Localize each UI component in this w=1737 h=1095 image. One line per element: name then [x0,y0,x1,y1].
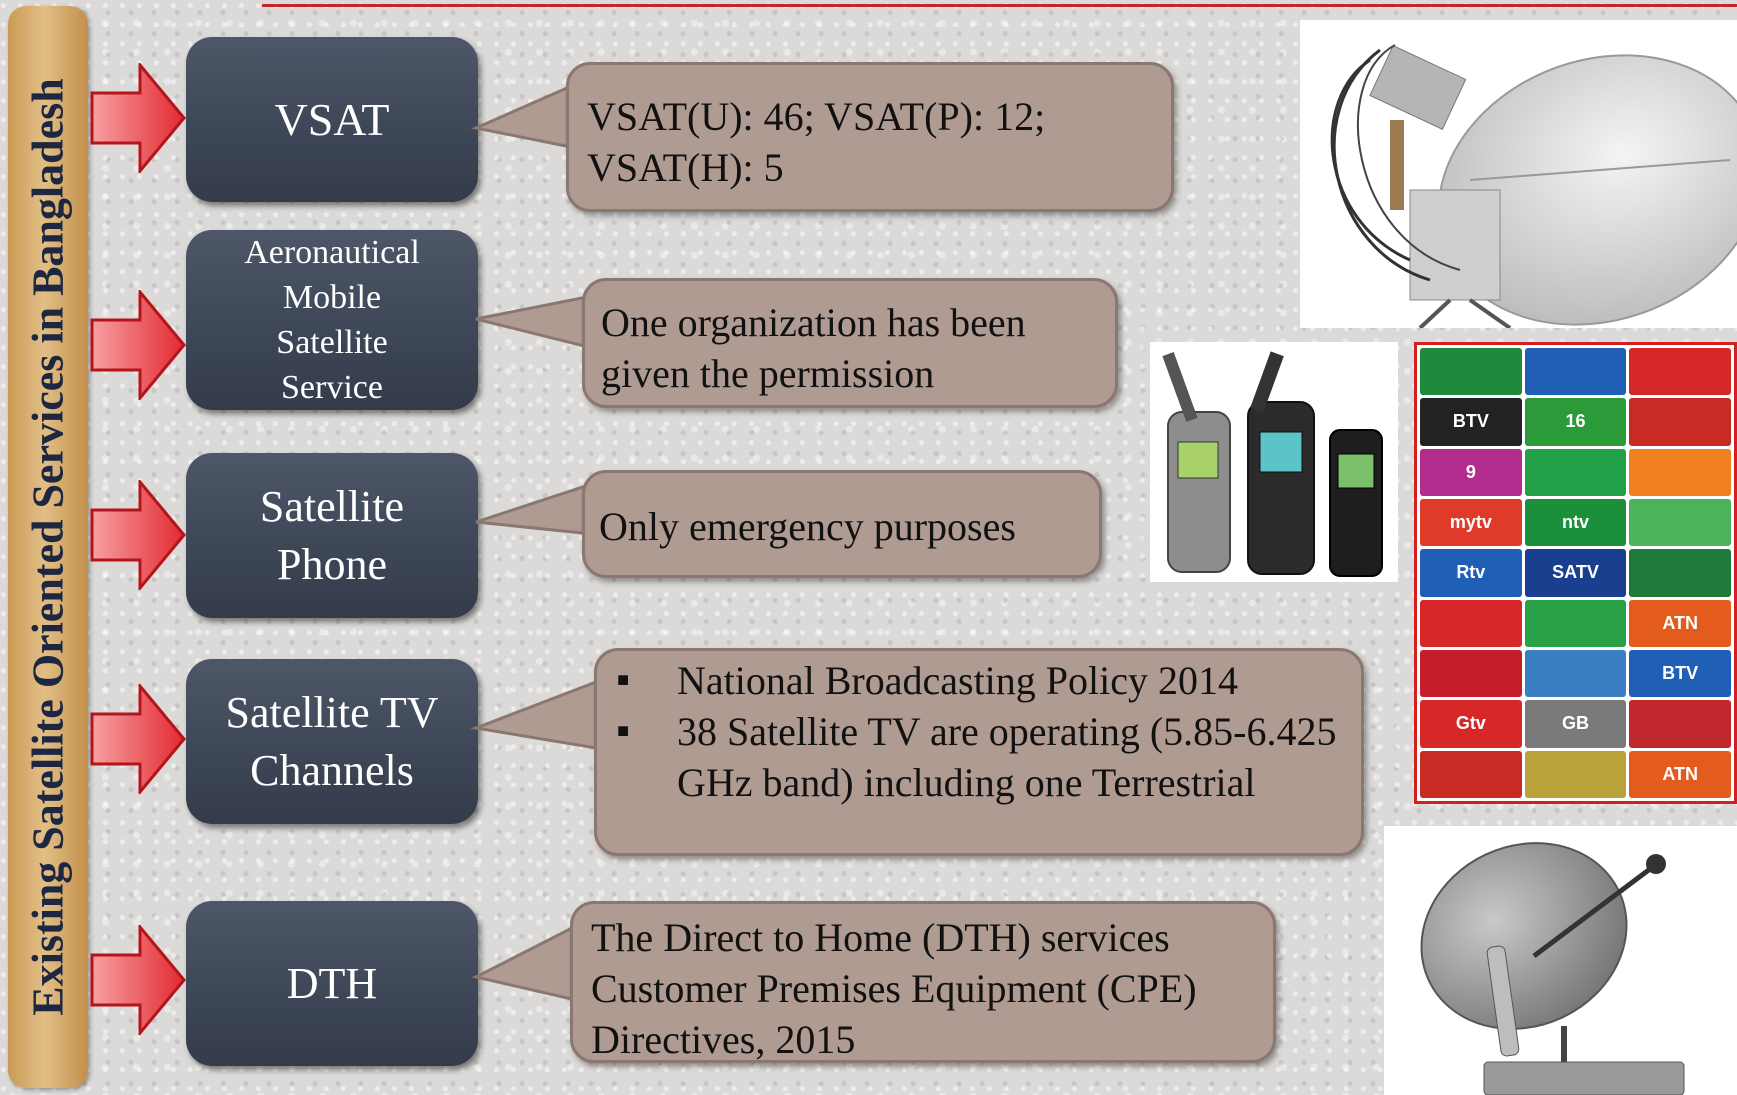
callout-text: One organization has been given the perm… [601,300,1026,396]
callout-aeronautical: One organization has been given the perm… [582,278,1118,408]
bullet-list: National Broadcasting Policy 2014 38 Sat… [597,655,1337,808]
tv-logo [1524,448,1627,496]
service-box-vsat: VSAT [186,37,478,202]
callout-satellite-tv: National Broadcasting Policy 2014 38 Sat… [594,648,1364,856]
callout-pointer [470,679,598,750]
tv-logo [1524,750,1627,798]
callout-pointer [475,294,594,350]
tv-logo [1629,498,1731,547]
arrow-right-icon [90,290,186,400]
callout-text: VSAT(U): 46; VSAT(P): 12; VSAT(H): 5 [587,94,1046,190]
callout-vsat: VSAT(U): 46; VSAT(P): 12; VSAT(H): 5 [566,62,1174,212]
callout-satellite-phone: Only emergency purposes [582,470,1102,578]
tv-logo: ATN [1629,599,1731,647]
tv-logo: mytv [1420,498,1522,547]
tv-logo [1420,649,1522,698]
tv-logo [1629,549,1731,597]
satellite-phones-image [1150,342,1398,582]
service-label: Satellite Phone [259,481,405,589]
service-box-aeronautical: Aeronautical Mobile Satellite Service [186,230,478,410]
satellite-dish-icon [1420,842,1685,1095]
service-box-satellite-phone: Satellite Phone [186,453,478,618]
arrow-right-icon [90,480,186,590]
tv-logo [1420,599,1522,647]
tv-logo [1524,599,1627,647]
vsat-dish-image [1300,20,1737,328]
callout-text: The Direct to Home (DTH) services Custom… [591,915,1197,1062]
tv-logo: BTV [1420,398,1522,446]
tv-logo: ntv [1524,498,1627,547]
tv-logo: GB [1524,700,1627,748]
satellite-phone-icon [1162,351,1383,577]
tv-logo: 9 [1420,448,1522,496]
arrow-right-icon [90,684,186,794]
tv-logo: ATN [1629,750,1731,798]
satellite-dish-icon [1330,44,1737,328]
tv-logo [1629,348,1731,396]
service-label: Satellite TV Channels [225,687,439,795]
tv-logo [1629,448,1731,496]
service-label: DTH [286,959,378,1008]
service-box-dth: DTH [186,901,478,1066]
arrow-right-icon [90,925,186,1035]
tv-logo [1524,649,1627,698]
tv-logo [1420,750,1522,798]
callout-pointer [475,481,594,536]
top-divider-line [262,4,1737,7]
tv-logo [1629,700,1731,748]
tv-logo: SATV [1524,549,1627,597]
page-title: Existing Satellite Oriented Services in … [23,78,73,1016]
service-label: Aeronautical Mobile Satellite Service [244,234,420,406]
bullet-item: 38 Satellite TV are operating (5.85-6.42… [597,706,1337,808]
callout-text: Only emergency purposes [599,504,1016,549]
title-bar [8,6,88,1088]
tv-logo: Rtv [1420,549,1522,597]
service-label: VSAT [274,94,390,145]
tv-logo [1420,348,1522,396]
tv-logo: Gtv [1420,700,1522,748]
tv-logo [1629,398,1731,446]
tv-logo: BTV [1629,649,1731,698]
arrow-right-icon [90,63,186,173]
callout-dth: The Direct to Home (DTH) services Custom… [570,901,1276,1063]
dth-dish-image [1384,826,1737,1095]
tv-logo: 16 [1524,398,1627,446]
tv-channel-logo-grid: BTV 16 9 mytv ntv Rtv SATV ATN BTV Gtv G… [1414,342,1737,804]
tv-logo [1524,348,1627,396]
service-box-satellite-tv: Satellite TV Channels [186,659,478,824]
bullet-item: National Broadcasting Policy 2014 [597,655,1337,706]
